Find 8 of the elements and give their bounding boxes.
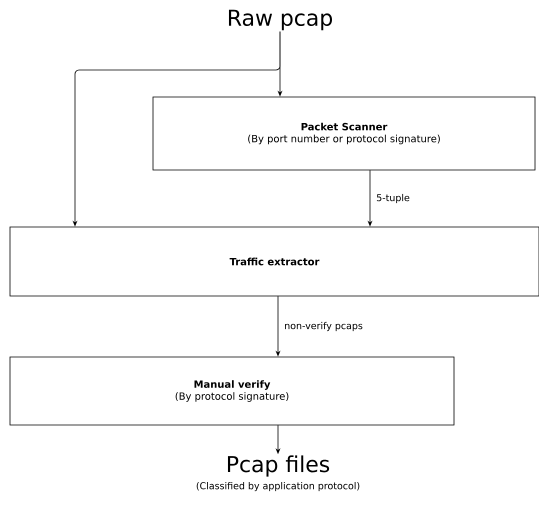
edge-label: 5-tuple — [375, 192, 411, 204]
process-box: Traffic extractor — [10, 226, 539, 296]
process-box: Packet Scanner (By port number or protocol signature) — [152, 96, 536, 170]
process-box: Manual verify (By protocol signature) — [10, 356, 454, 426]
caption-text: (Classified by application protocol) — [196, 482, 360, 492]
edge-label: non-verify pcaps — [283, 320, 364, 332]
title-text: Raw pcap — [228, 10, 332, 30]
title-text: Pcap files — [228, 455, 330, 477]
